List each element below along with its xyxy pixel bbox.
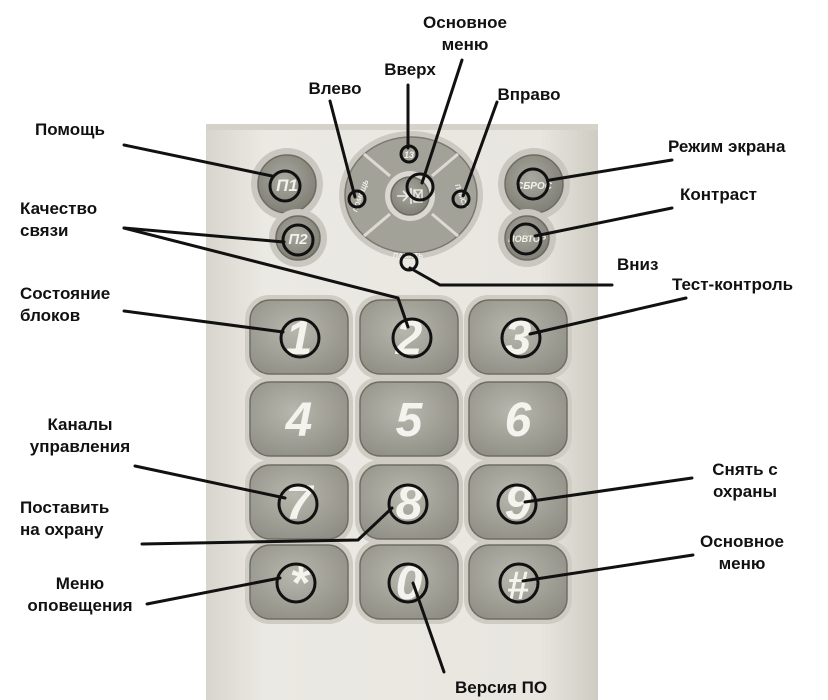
key-9[interactable]: 9 xyxy=(464,460,572,544)
callout-line-disarm xyxy=(523,476,694,504)
label-down: Вниз xyxy=(617,255,659,274)
highlight-2 xyxy=(391,317,433,359)
label-left: Влево xyxy=(308,79,362,98)
callout-line-main-menu-top xyxy=(420,58,464,185)
highlight-nav-up xyxy=(399,144,419,164)
highlight-hash xyxy=(498,562,540,604)
label-right: Вправо xyxy=(497,85,561,104)
highlight-star xyxy=(275,562,317,604)
highlight-circles xyxy=(268,144,550,604)
label-main-menu-bottom: Основное меню xyxy=(700,532,784,573)
label-help: Помощь xyxy=(35,120,105,139)
key-4-label: 4 xyxy=(285,394,313,447)
p2-key[interactable]: П2 xyxy=(269,209,327,267)
callout-line-link-quality-2 xyxy=(122,226,410,329)
nav-down-label: ПАМЯТЬ xyxy=(393,253,423,260)
key-hash[interactable]: # xyxy=(464,540,572,624)
highlight-3 xyxy=(500,317,542,359)
label-contrast: Контраст xyxy=(680,185,757,204)
label-disarm: Снять с охраны xyxy=(712,460,778,501)
key-6[interactable]: 6 xyxy=(464,377,572,461)
key-7[interactable]: 7 xyxy=(245,460,353,544)
callout-line-main-menu-bottom xyxy=(521,553,695,583)
p1-key[interactable]: П1 xyxy=(251,148,323,220)
label-firmware-version: Версия ПО xyxy=(455,678,548,697)
label-block-state: Состояние блоков xyxy=(20,284,111,325)
key-3[interactable]: 3 xyxy=(464,295,572,379)
callout-lines xyxy=(122,58,695,674)
label-control-channels: Каналы управления xyxy=(29,415,131,456)
key-0[interactable]: 0 xyxy=(355,540,463,624)
callout-line-alert-menu xyxy=(145,576,282,606)
callout-line-self-test xyxy=(528,296,688,336)
highlight-nav-right xyxy=(451,189,471,209)
highlight-p1 xyxy=(268,169,302,203)
highlight-7 xyxy=(277,483,319,525)
key-4[interactable]: 4 xyxy=(245,377,353,461)
key-8[interactable]: 8 xyxy=(355,460,463,544)
key-2[interactable]: 2 xyxy=(355,295,463,379)
device-top-edge xyxy=(206,124,598,130)
callout-line-arm xyxy=(140,506,394,546)
label-self-test: Тест-контроль xyxy=(672,275,794,294)
callout-line-left xyxy=(328,99,357,199)
highlight-0 xyxy=(387,562,429,604)
nav-up-label: 13 xyxy=(404,150,414,160)
p2-key-label: П2 xyxy=(288,231,308,248)
callout-line-screen-mode xyxy=(548,158,674,182)
label-up: Вверх xyxy=(384,60,436,79)
nav-down-key[interactable]: ПАМЯТЬ xyxy=(393,253,423,260)
highlight-1 xyxy=(279,317,321,359)
callout-line-control-channels xyxy=(133,464,287,500)
callout-line-down xyxy=(408,266,614,287)
label-main-menu-top: Основное меню xyxy=(423,13,507,54)
key-5[interactable]: 5 xyxy=(355,377,463,461)
key-star[interactable]: * xyxy=(245,540,353,624)
label-alert-menu: Меню оповещения xyxy=(27,574,133,615)
key-5-label: 5 xyxy=(396,394,424,447)
highlight-nav-down xyxy=(399,252,419,272)
key-hash-label: # xyxy=(507,564,530,608)
p1-key-label: П1 xyxy=(276,176,298,195)
repeat-key-label: ПОВТОР xyxy=(508,234,547,244)
nav-up-key[interactable]: 13 xyxy=(404,150,414,160)
callout-line-right xyxy=(461,100,499,198)
reset-key-label: СБРОС xyxy=(516,181,553,192)
label-arm: Поставить на охрану xyxy=(20,498,110,539)
highlight-repeat xyxy=(509,222,543,256)
highlight-nav-center xyxy=(405,172,435,202)
highlight-reset xyxy=(516,167,550,201)
callout-line-help xyxy=(122,143,274,178)
highlight-nav-left xyxy=(347,189,367,209)
key-6-label: 6 xyxy=(505,394,532,447)
highlight-9 xyxy=(496,483,538,525)
key-star-label: * xyxy=(290,557,311,610)
highlight-8 xyxy=(387,483,429,525)
repeat-key[interactable]: ПОВТОР xyxy=(498,209,556,267)
callout-line-block-state xyxy=(122,309,285,334)
key-1[interactable]: 1 xyxy=(245,295,353,379)
callout-line-contrast xyxy=(533,206,674,238)
highlight-p2 xyxy=(281,223,315,257)
callout-line-link-quality-1 xyxy=(122,226,286,244)
reset-key[interactable]: СБРОС xyxy=(498,148,570,220)
label-screen-mode: Режим экрана xyxy=(668,137,786,156)
label-link-quality: Качество связи xyxy=(20,199,98,240)
